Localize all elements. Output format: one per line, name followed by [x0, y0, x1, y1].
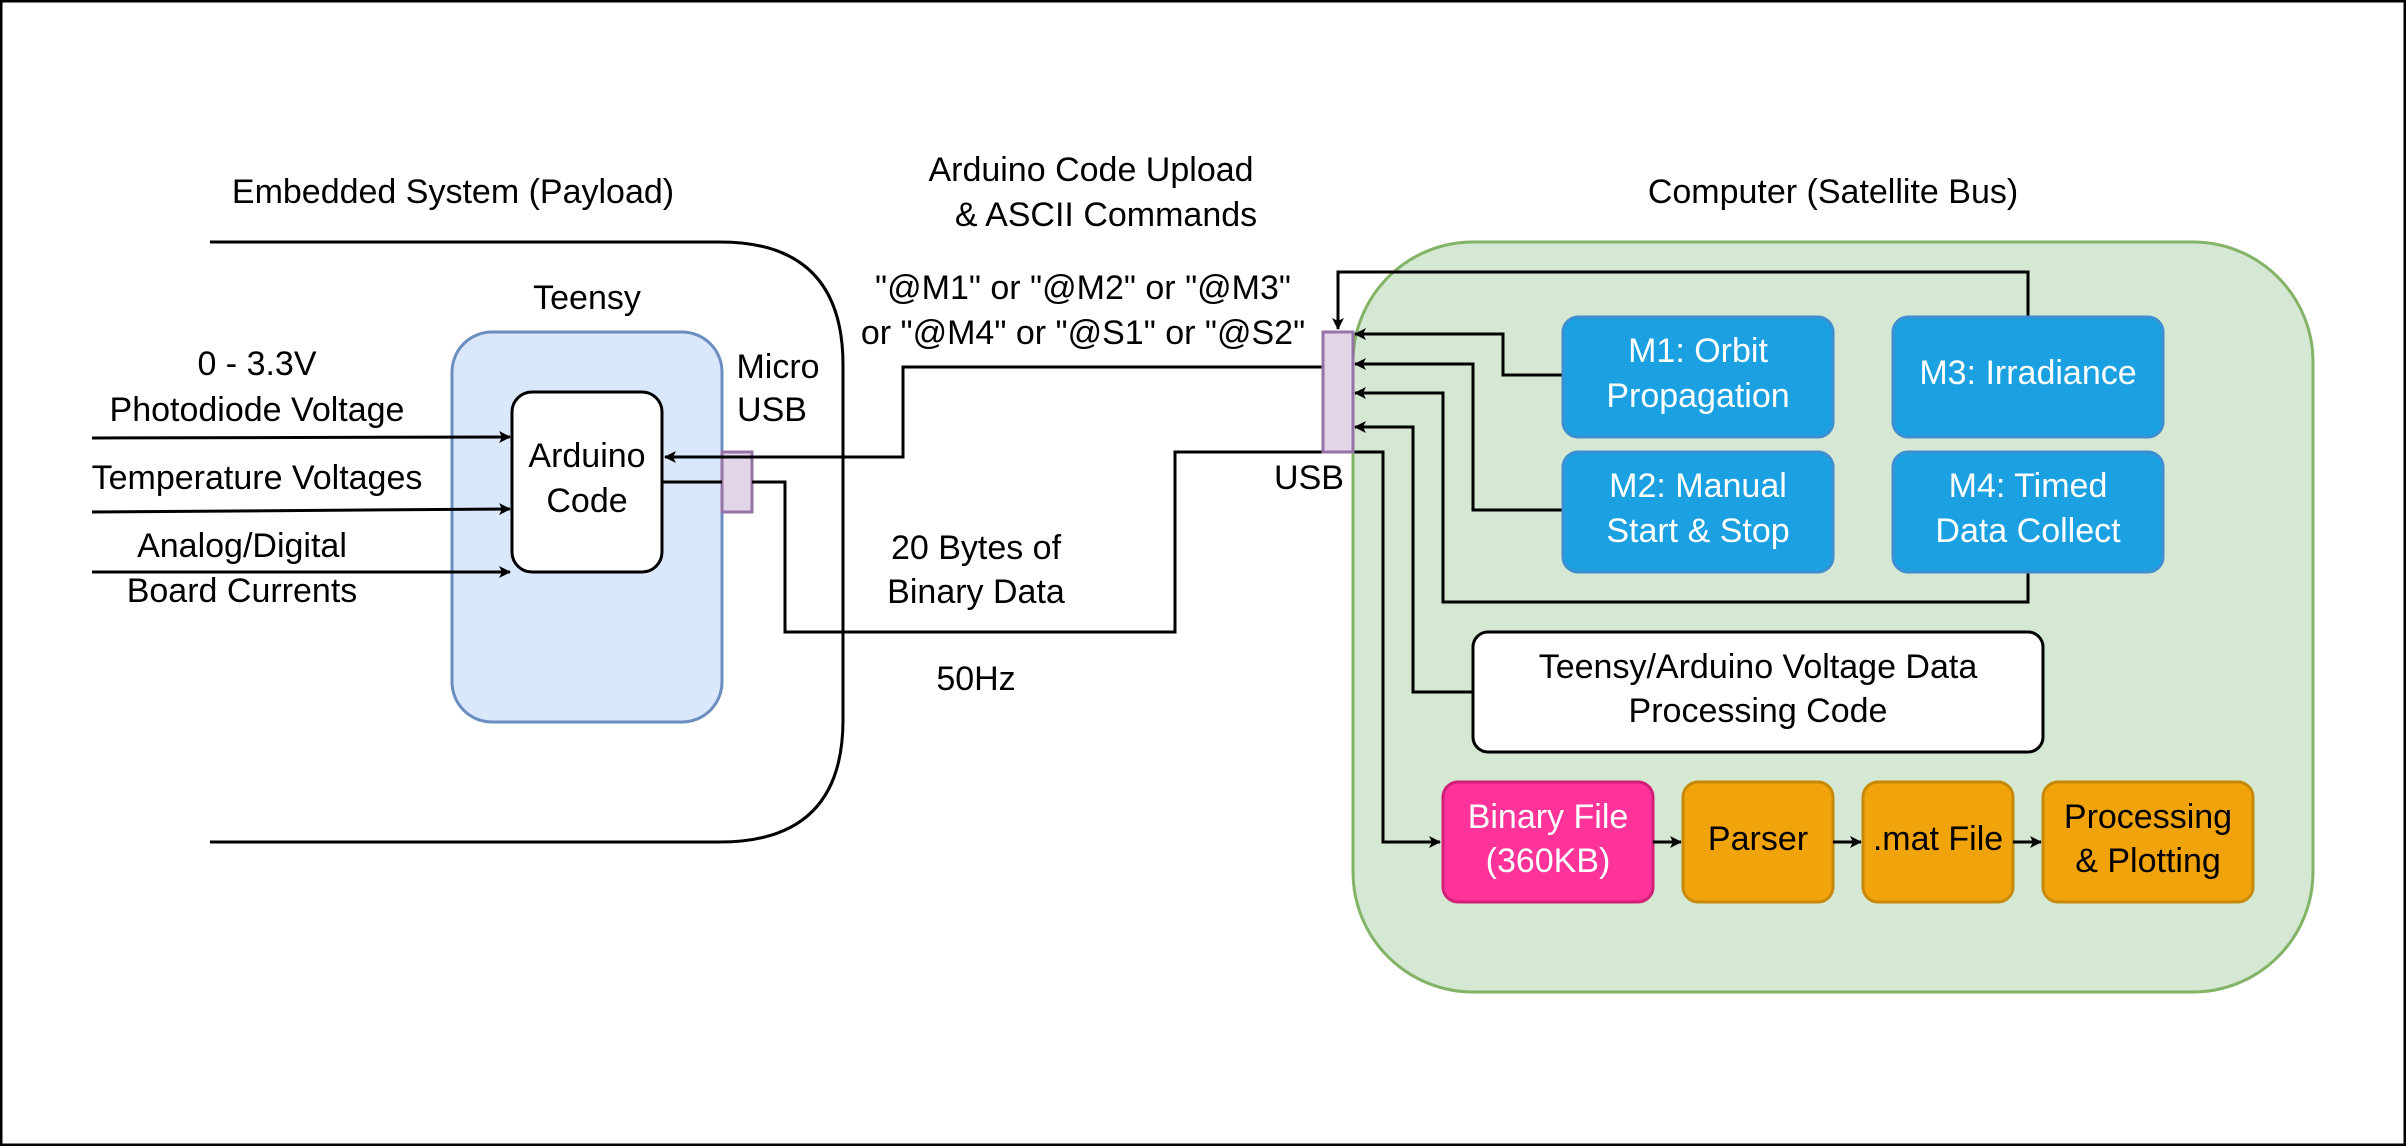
- m4-line: [1354, 387, 2030, 604]
- m2-line: [1354, 358, 1563, 512]
- commands-label-line1: "@M1" or "@M2" or "@M3": [875, 269, 1291, 307]
- processing-code-line: [1354, 421, 1473, 694]
- arduino-code-label-line2: Code: [546, 482, 627, 520]
- binary-file-label-line1: Binary File: [1468, 798, 1629, 836]
- teensy-title: Teensy: [533, 279, 641, 317]
- usb-connector: [1321, 330, 1355, 454]
- m4-timed-box: [1891, 450, 2165, 574]
- m3-line: [1332, 270, 2030, 330]
- plotting-box: [2041, 780, 2255, 904]
- binary-data-line: [662, 450, 1323, 634]
- m2-label-line1: M2: Manual: [1609, 467, 1787, 505]
- photodiode-label-line2: Photodiode Voltage: [110, 391, 405, 429]
- temperature-arrow: [91, 503, 511, 516]
- m4-label-line1: M4: Timed: [1949, 467, 2108, 505]
- m2-manual-box: [1561, 450, 1835, 574]
- micro-usb-connector: [720, 450, 754, 514]
- temperature-label: Temperature Voltages: [92, 459, 423, 497]
- photodiode-label-line1: 0 - 3.3V: [197, 345, 316, 383]
- binary-data-rate-label: 50Hz: [936, 660, 1015, 698]
- command-line: [664, 365, 1323, 463]
- embedded-system-boundary: [210, 240, 845, 844]
- m3-label: M3: Irradiance: [1919, 354, 2136, 392]
- m2-label-line2: Start & Stop: [1606, 512, 1789, 550]
- micro-usb-label-line1: Micro: [736, 348, 819, 386]
- computer-title: Computer (Satellite Bus): [1648, 173, 2018, 211]
- binary-data-label-line2: Binary Data: [887, 573, 1065, 611]
- plotting-label-line2: & Plotting: [2075, 842, 2221, 880]
- m1-label-line2: Propagation: [1606, 377, 1789, 415]
- usb-label: USB: [1274, 459, 1344, 497]
- mat-file-label: .mat File: [1873, 820, 2003, 858]
- m1-line: [1354, 328, 1563, 377]
- commands-label-line2: or "@M4" or "@S1" or "@S2": [861, 314, 1305, 352]
- upload-label-line2: & ASCII Commands: [955, 196, 1257, 234]
- m1-label-line1: M1: Orbit: [1628, 332, 1768, 370]
- plotting-label-line1: Processing: [2064, 798, 2232, 836]
- photodiode-arrow: [91, 431, 511, 444]
- micro-usb-label-line2: USB: [737, 391, 807, 429]
- binary-data-label-line1: 20 Bytes of: [891, 529, 1062, 567]
- upload-label-line1: Arduino Code Upload: [928, 151, 1253, 189]
- currents-label-line1: Analog/Digital: [137, 527, 347, 565]
- processing-code-label-line2: Processing Code: [1629, 692, 1888, 730]
- binary-file-label-line2: (360KB): [1486, 842, 1611, 880]
- m1-orbit-propagation-box: [1561, 315, 1835, 439]
- binary-file-line: [1353, 450, 1441, 848]
- processing-code-box: [1471, 630, 2045, 754]
- m4-label-line2: Data Collect: [1935, 512, 2121, 550]
- parser-label: Parser: [1708, 820, 1808, 858]
- embedded-system-title: Embedded System (Payload): [232, 173, 674, 211]
- m3-irradiance-box: [1891, 315, 2165, 439]
- processing-code-label-line1: Teensy/Arduino Voltage Data: [1539, 648, 1978, 686]
- currents-label-line2: Board Currents: [127, 572, 358, 610]
- arduino-code-label-line1: Arduino: [528, 437, 645, 475]
